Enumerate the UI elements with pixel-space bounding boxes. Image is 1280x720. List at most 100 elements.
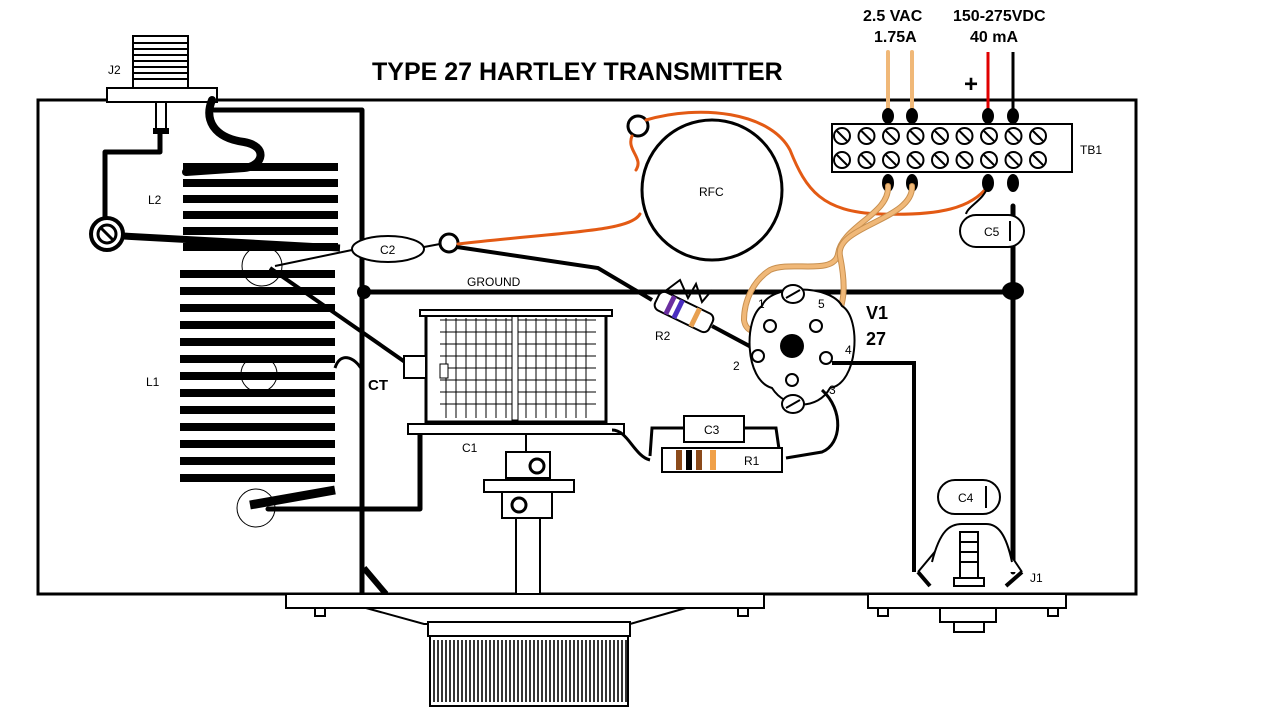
v1-type-label: 27	[866, 329, 886, 349]
j2-connector	[106, 35, 218, 134]
tb1-screw-slot	[983, 154, 995, 166]
rotor-wire	[611, 428, 651, 462]
plus-sign: +	[964, 71, 978, 98]
l1-top-tap	[241, 245, 283, 287]
v1-tube-socket	[748, 284, 856, 414]
plate-wire	[832, 361, 916, 572]
c4-capacitor	[937, 479, 1001, 515]
tb1-screw-slot	[958, 154, 971, 166]
plate-lug-negative	[1007, 108, 1019, 124]
c1-variable-capacitor	[403, 309, 625, 595]
j1-label: J1	[1030, 571, 1043, 585]
ground-label: GROUND	[467, 275, 521, 289]
tb1-screw-slot	[836, 154, 848, 166]
r2-band-1	[663, 295, 677, 316]
tb1-screw-slot	[983, 130, 995, 142]
l1-label: L1	[146, 375, 160, 389]
c1-label: C1	[462, 441, 478, 455]
grid-wire	[456, 245, 654, 302]
l1-bottom-wire	[265, 432, 423, 512]
tb1-screw-slot	[860, 130, 873, 142]
corner-bracket	[361, 566, 389, 596]
tb1-lower-lug-3	[982, 174, 994, 192]
c2-capacitor	[351, 235, 425, 263]
l1-top-wire	[268, 266, 407, 368]
r2-label: R2	[655, 329, 671, 343]
c3-capacitor	[683, 415, 745, 443]
plate-current-label: 40 mA	[970, 29, 1018, 46]
r1-band-1	[676, 450, 682, 470]
front-panel-right	[867, 593, 1067, 609]
diagram-title: TYPE 27 HARTLEY TRANSMITTER	[372, 58, 783, 86]
c5-label: C5	[984, 225, 1000, 239]
v1-name-label: V1	[866, 303, 888, 323]
tb1-screw-slot	[958, 130, 971, 142]
panel-screws	[314, 607, 1059, 617]
c2-lead-left	[274, 249, 353, 267]
rfc-top-wire	[644, 110, 990, 216]
j2-label: J2	[108, 63, 121, 77]
l2-label: L2	[148, 193, 162, 207]
cathode-wire	[785, 388, 840, 460]
tb1-screw-slot	[836, 130, 848, 142]
r1-band-4	[710, 450, 716, 470]
c2-label: C2	[380, 243, 396, 257]
l1-coil	[180, 270, 336, 510]
c5-lead-left	[965, 185, 989, 215]
front-panel-left	[285, 593, 765, 609]
v1-pin-2-label: 2	[733, 359, 740, 373]
filament-lug-1	[882, 108, 894, 124]
r2-band-2	[671, 299, 685, 320]
tb1-screw-slot	[885, 154, 897, 166]
grid-terminal	[438, 232, 460, 254]
r2-zigzag-lead	[663, 278, 713, 305]
tb1-screw-slot	[909, 130, 922, 142]
coil-enclosure	[211, 107, 365, 597]
l1-center-tap-ring	[240, 355, 278, 393]
tb1-screw-slot	[885, 130, 897, 142]
rfc-wire-to-grid	[456, 212, 642, 246]
tuning-knob	[365, 607, 687, 707]
l2-coil	[183, 163, 338, 251]
tb1-label: TB1	[1080, 143, 1102, 157]
r1-label: R1	[744, 454, 760, 468]
ground-junction-left	[357, 285, 371, 299]
plate-voltage-label: 150-275VDC	[953, 8, 1046, 25]
tb1-screw-slot	[1032, 130, 1044, 142]
r1-band-3	[696, 450, 702, 470]
tb1-screw-slot	[1007, 130, 1020, 142]
tb1-screw-slot	[934, 154, 946, 166]
v1-pin-3-label: 3	[829, 383, 836, 397]
j1-key-jack	[916, 523, 1024, 588]
tb1-screw-slot	[1032, 154, 1044, 166]
v1-pin-1-label: 1	[758, 297, 765, 311]
r2-band-3	[688, 307, 702, 328]
rfc-small-wire	[629, 134, 640, 172]
tb1-lower-lug-4	[1007, 174, 1019, 192]
j1-plug-nut	[939, 607, 997, 633]
rfc-choke	[626, 114, 784, 262]
v1-pin-4-label: 4	[845, 343, 852, 357]
c5-capacitor	[959, 214, 1025, 248]
ct-label: CT	[368, 377, 388, 394]
filament-wire-a-inner	[741, 184, 891, 334]
r2-resistor	[653, 290, 715, 334]
cathode-network-bracket	[648, 426, 782, 457]
c3-label: C3	[704, 423, 720, 437]
knob-ridges	[433, 640, 627, 702]
tb1-screws	[833, 127, 1047, 169]
filament-lug-2	[906, 108, 918, 124]
rfc-label: RFC	[699, 185, 724, 199]
j2-wire	[102, 131, 163, 221]
r1-band-2	[686, 450, 692, 470]
tb1-screw-slot	[934, 130, 946, 142]
tb1-screw-slot	[1007, 154, 1020, 166]
c4-label: C4	[958, 491, 974, 505]
center-tap-link	[333, 356, 364, 371]
filament-voltage-label: 2.5 VAC	[863, 8, 923, 25]
tb1-screw-slot	[860, 154, 873, 166]
plate-lug-positive	[982, 108, 994, 124]
v1-pin-5-label: 5	[818, 297, 825, 311]
filament-current-label: 1.75A	[874, 29, 917, 46]
